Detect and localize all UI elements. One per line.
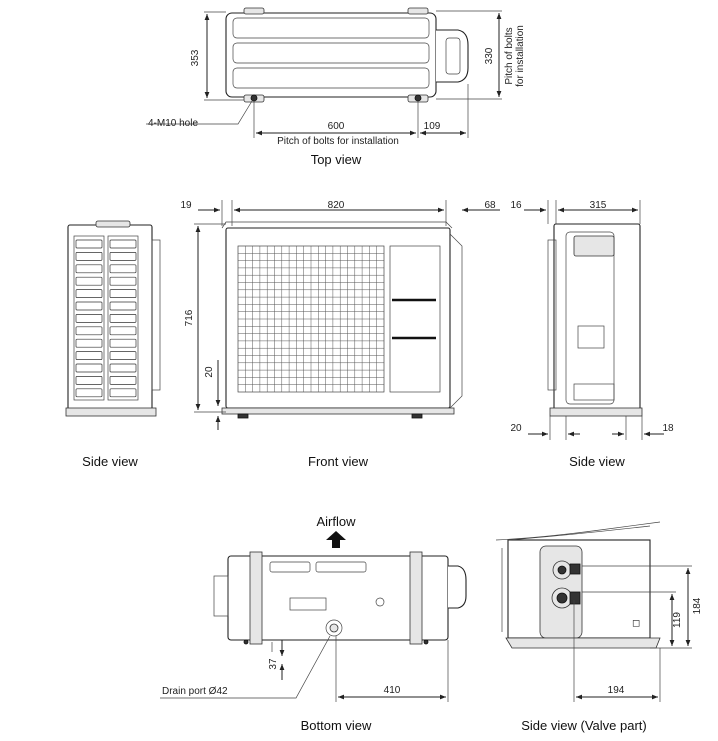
dim-119: 119 <box>672 612 683 628</box>
dim-410: 410 <box>384 685 401 696</box>
dim-109: 109 <box>424 121 441 132</box>
pitch-label-line2: for installation <box>515 25 526 87</box>
dim-820: 820 <box>328 200 345 211</box>
grille-slat <box>75 314 103 323</box>
dim-37: 37 <box>268 658 279 670</box>
drain-port-label: Drain port Ø42 <box>162 686 228 697</box>
dim-330: 330 <box>484 47 495 64</box>
airflow-arrow-icon <box>326 531 346 548</box>
bottom-view-caption: Bottom view <box>301 718 372 733</box>
grille-slat <box>75 276 103 286</box>
mounting-bolts-top <box>243 7 429 103</box>
grille-slat <box>109 289 137 298</box>
grille-slat <box>75 239 103 249</box>
grille-slats <box>73 235 139 401</box>
grille-slat <box>75 326 103 336</box>
grille-slat <box>109 239 137 249</box>
front-view-caption: Front view <box>308 454 369 469</box>
grille-slat <box>75 289 103 298</box>
top-view-caption: Top view <box>311 152 362 167</box>
grille-slat <box>109 314 137 323</box>
grille-slat <box>109 363 137 373</box>
grille-slat <box>75 301 103 311</box>
side-view-right: 16 315 20 18 Side view <box>510 200 674 469</box>
fan-grille <box>238 246 384 392</box>
valve-side-view: ◻ 184 119 194 Side view (Valve part) <box>495 521 703 733</box>
side-view-right-caption: Side view <box>569 454 625 469</box>
airflow-label: Airflow <box>316 514 356 529</box>
valve-mark: ◻ <box>632 618 640 629</box>
dim-18: 18 <box>662 423 674 434</box>
grille-slat <box>109 276 137 286</box>
grille-slat <box>109 326 137 336</box>
grille-slat <box>109 264 137 274</box>
front-view: 19 820 68 716 20 Front view <box>180 200 500 469</box>
dim-184: 184 <box>692 597 703 614</box>
top-view: 353 330 Pitch of bolts for installation … <box>146 7 526 167</box>
dim-20-front: 20 <box>204 366 215 378</box>
hole-label: 4-M10 hole <box>148 118 198 129</box>
dim-315: 315 <box>590 200 607 211</box>
dim-68: 68 <box>484 200 496 211</box>
side-view-left: Side view <box>65 220 161 469</box>
dim-716: 716 <box>184 309 195 326</box>
dim-16: 16 <box>510 200 522 211</box>
grille-slat <box>109 301 137 311</box>
grille-slat <box>109 388 137 398</box>
grille-slat <box>109 338 137 348</box>
pitch-label-line1: Pitch of bolts <box>504 27 515 84</box>
grille-slat <box>75 388 103 398</box>
grille-slat <box>75 264 103 274</box>
dim-600: 600 <box>328 121 345 132</box>
grille-slat <box>75 338 103 348</box>
side-view-left-caption: Side view <box>82 454 138 469</box>
dim-353: 353 <box>190 49 201 66</box>
bolt-pitch-label: Pitch of bolts for installation <box>277 136 399 147</box>
grille-slat <box>75 252 103 261</box>
dim-194: 194 <box>608 685 625 696</box>
grille-slat <box>75 351 103 360</box>
grille-slat <box>75 376 103 385</box>
grille-slat <box>109 351 137 360</box>
dim-19: 19 <box>180 200 192 211</box>
bottom-view: Airflow Drain port Ø42 37 410 Bottom vie… <box>160 514 467 733</box>
grille-slat <box>109 252 137 261</box>
grille-slat <box>75 363 103 373</box>
grille-slat <box>109 376 137 385</box>
valve-view-caption: Side view (Valve part) <box>521 718 646 733</box>
dim-20-side: 20 <box>510 423 522 434</box>
